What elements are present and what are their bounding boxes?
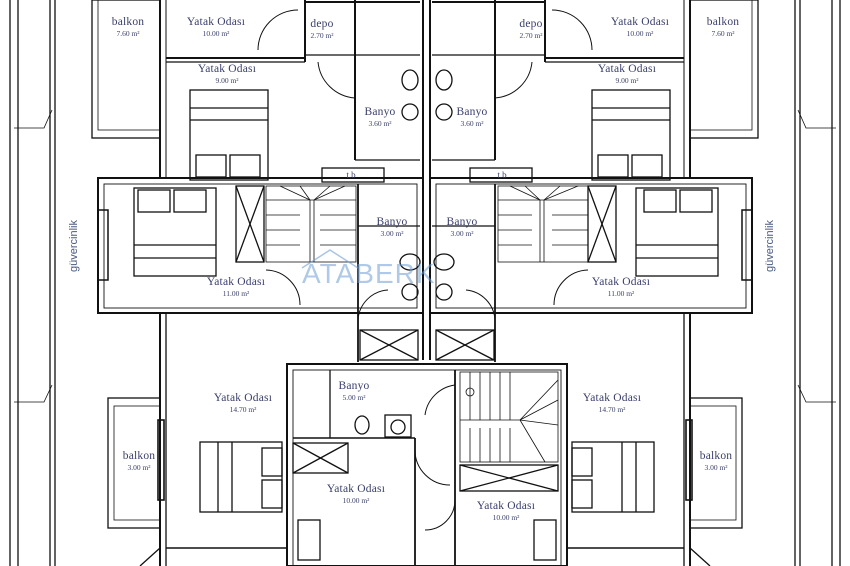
tb-label: t.b bbox=[497, 170, 507, 180]
side-label-left: güvercinlik bbox=[67, 220, 80, 272]
watermark-house-icon bbox=[301, 249, 359, 269]
side-label-right: güvercinlik bbox=[763, 220, 776, 272]
watermark-text: ATABERK bbox=[302, 258, 436, 289]
tb-label: t.b bbox=[346, 170, 356, 180]
